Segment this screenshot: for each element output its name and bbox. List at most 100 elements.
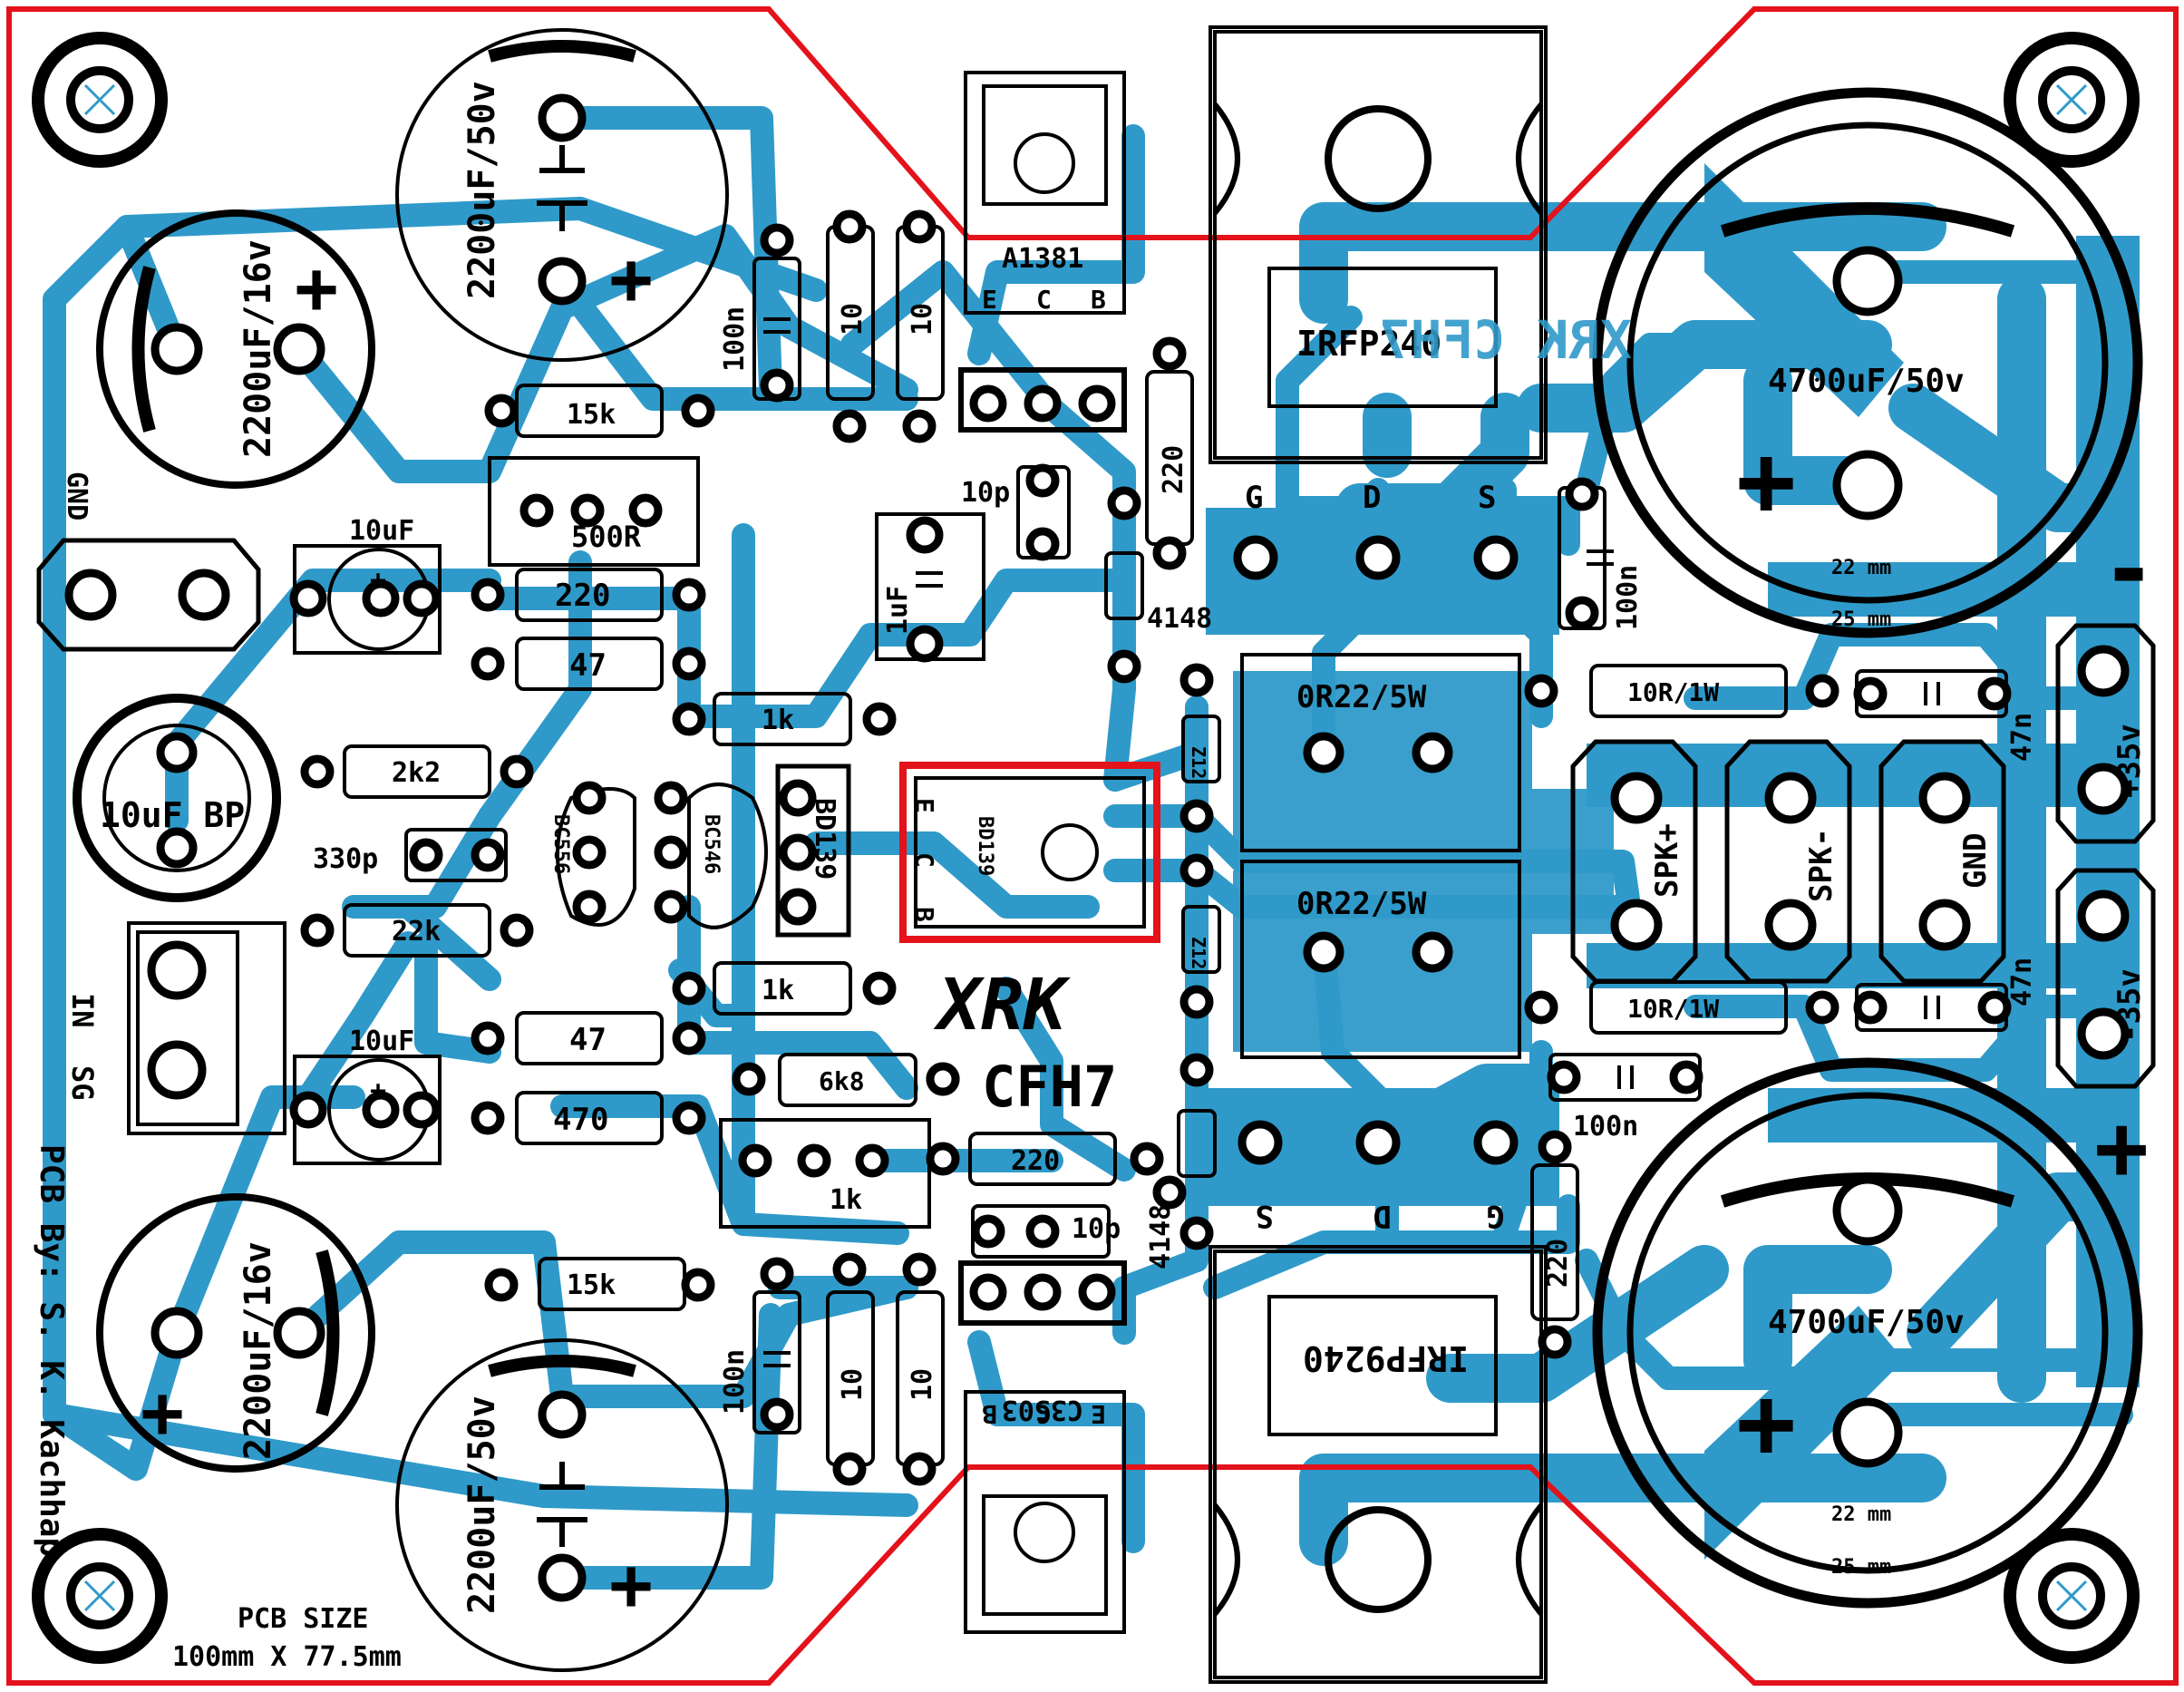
solder-pad: [1179, 853, 1214, 888]
cap-4700-bot-label: 4700uF/50v: [1768, 1304, 1965, 1341]
solder-pad: [760, 1257, 794, 1291]
solder-pad: [1152, 336, 1187, 371]
solder-pad: [902, 209, 937, 244]
cap-47n-bot-label: 47n: [2006, 958, 2038, 1006]
res-47-a-label: 47: [569, 647, 607, 684]
solder-pad: [862, 971, 897, 1006]
solder-pad: [289, 579, 327, 617]
solder-pad: [572, 781, 607, 815]
solder-pad: [855, 1143, 889, 1178]
solder-pad: [500, 754, 534, 789]
silkscreen-layer: [36, 25, 2156, 1684]
pin-e-a1381: E: [982, 285, 997, 315]
solder-pad: [403, 1091, 441, 1129]
solder-pad: [1918, 899, 1971, 951]
res-0r22-top-label: 0R22/5W: [1296, 679, 1427, 715]
solder-pad: [1078, 1273, 1116, 1311]
solder-pad: [1355, 1120, 1401, 1165]
res-10-a-label: 10: [837, 303, 869, 335]
pin-s-bot: S: [1256, 1198, 1274, 1234]
solder-pad: [1025, 463, 1060, 498]
solder-pad: [1547, 1060, 1581, 1094]
mounting-hole-tl: [32, 32, 168, 168]
res-15k-top-label: 15k: [567, 399, 616, 431]
pin-g-bot: G: [1487, 1198, 1505, 1234]
solder-pad: [902, 1452, 937, 1486]
solder-pad: [672, 702, 706, 736]
solder-pad: [832, 409, 867, 443]
solder-pad: [538, 93, 587, 142]
logo-xrk: XRK: [933, 965, 1072, 1046]
solder-pad: [1355, 535, 1401, 580]
solder-pad: [738, 1143, 772, 1178]
mounting-hole-bl: [32, 1528, 168, 1664]
res-470-label: 470: [553, 1102, 608, 1138]
pin-b-a1381: B: [1091, 285, 1106, 315]
solder-pad: [1610, 899, 1663, 951]
v-neg-label: -35v: [2111, 968, 2148, 1043]
solder-pad: [681, 394, 715, 428]
solder-pad: [654, 781, 688, 815]
mounting-hole-tr: [2004, 32, 2140, 168]
solder-pad: [471, 578, 505, 612]
solder-pad: [471, 1101, 505, 1135]
solder-pad: [760, 1397, 794, 1432]
solder-pad: [1764, 772, 1817, 824]
solder-pad: [654, 890, 688, 924]
solder-pad: [300, 913, 335, 948]
solder-pad: [572, 890, 607, 924]
solder-pad: [289, 1091, 327, 1129]
solder-pad: [969, 1273, 1007, 1311]
solder-pad: [1538, 1130, 1572, 1164]
pot-1k-label: 1k: [830, 1184, 862, 1216]
cap-10p-bot-label: 10p: [1072, 1213, 1121, 1245]
cap-330p-label: 330p: [313, 843, 378, 875]
solder-pad: [2077, 763, 2130, 815]
cap-1u-label: 1uF: [882, 586, 914, 635]
solder-pad: [906, 516, 944, 554]
credit-label: PCB By: S. K. Kachhap: [33, 1144, 70, 1557]
solder-pad: [1025, 527, 1060, 561]
solder-pad: [1565, 596, 1599, 630]
res-15k-bot-label: 15k: [567, 1269, 616, 1301]
res-10-c-label: 10: [837, 1368, 869, 1401]
pin-c-a1381: C: [1036, 285, 1052, 315]
solder-pad: [779, 833, 817, 871]
solder-pad: [681, 1268, 715, 1302]
cap-100n-2-label: 100n: [719, 1349, 751, 1415]
plus-10u-2: +: [370, 1075, 386, 1107]
solder-pad: [1853, 990, 1888, 1025]
solder-pad: [1303, 931, 1344, 973]
solder-pad: [832, 1452, 867, 1486]
cap-100n-1-label: 100n: [719, 306, 751, 372]
solder-pad: [471, 647, 505, 681]
spk-plus-label: SPK+: [1649, 823, 1685, 898]
plus-10u-1: +: [370, 565, 386, 597]
res-220-c-label: 220: [1158, 445, 1189, 494]
mm22-bot: 22 mm: [1831, 1503, 1891, 1526]
solder-pad: [1107, 486, 1141, 520]
solder-pad: [570, 493, 605, 528]
solder-pad: [779, 779, 817, 817]
solder-pad: [1853, 676, 1888, 711]
pcb-size-value: 100mm X 77.5mm: [172, 1641, 402, 1673]
solder-pad: [1025, 1214, 1060, 1249]
solder-pad: [1473, 535, 1519, 580]
res-0r22-bot-label: 0R22/5W: [1296, 886, 1427, 922]
pin-c-c3503: C: [1036, 1399, 1052, 1429]
res-10-d-label: 10: [907, 1368, 938, 1401]
sg-label: SG: [65, 1065, 100, 1101]
solder-pad: [1152, 536, 1187, 570]
mounting-hole-br: [2004, 1528, 2140, 1664]
pin-b-c3503: B: [982, 1399, 997, 1429]
solder-pad: [1977, 676, 2012, 711]
solder-pad: [362, 1091, 400, 1129]
logo-mirror: XRK CFH7: [1379, 309, 1632, 371]
solder-pad: [538, 1553, 587, 1602]
solder-pad: [1832, 246, 1903, 316]
solder-pad: [1977, 990, 2012, 1025]
solder-pad: [1412, 732, 1453, 773]
solder-pad: [1805, 674, 1839, 708]
solder-pad: [672, 971, 706, 1006]
solder-pad: [147, 940, 207, 1000]
